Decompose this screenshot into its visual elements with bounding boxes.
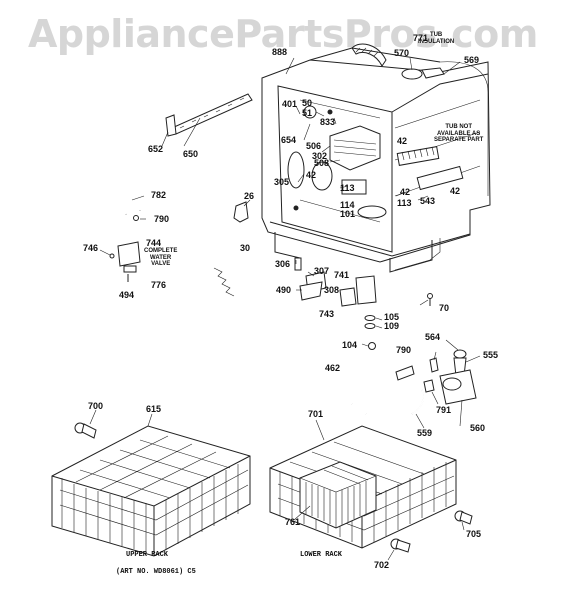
- part-label: 560: [470, 423, 486, 433]
- part-label: 30: [240, 243, 251, 253]
- lower-rack: [269, 425, 457, 549]
- part-label: 654: [281, 135, 297, 145]
- watermark: AppliancePartsPros.com: [28, 12, 538, 56]
- part-label: 569: [464, 55, 480, 65]
- part-label: 771: [413, 33, 429, 43]
- part-label: 570: [394, 48, 410, 58]
- part-label: 776: [151, 280, 167, 290]
- part-label: 114: [340, 200, 355, 210]
- part-label: 462: [325, 363, 341, 373]
- part-label: 761: [285, 517, 301, 527]
- rack-wheels: [390, 510, 473, 553]
- part-label: 113: [397, 198, 412, 208]
- part-label: 700: [88, 401, 104, 411]
- note-tub-not-available: TUB NOT AVAILABLE AS SEPARATE PART: [434, 124, 484, 143]
- spring-30: [213, 267, 235, 297]
- part-label: 701: [308, 409, 324, 419]
- part-label: 652: [148, 144, 164, 154]
- part-label: 401: [282, 99, 298, 109]
- caption-art-no: (ART NO. WD8061) C5: [116, 568, 196, 576]
- part-label: 790: [396, 345, 412, 355]
- part-label: 105: [384, 312, 400, 322]
- part-label: 559: [417, 428, 433, 438]
- caption-lower-rack: LOWER RACK: [300, 551, 343, 559]
- part-label: 506: [306, 141, 322, 151]
- part-label: 42: [400, 187, 411, 197]
- part-label: 42: [397, 136, 408, 146]
- part-label: 70: [439, 303, 450, 313]
- part-label: 790: [154, 214, 170, 224]
- leader-lines: [89, 57, 481, 561]
- part-label: 564: [425, 332, 441, 342]
- part-label: 743: [319, 309, 335, 319]
- part-label: 744: [146, 238, 162, 248]
- part-label: 555: [483, 350, 499, 360]
- part-label: 305: [274, 177, 290, 187]
- part-label: 109: [384, 321, 400, 331]
- part-label: 702: [374, 560, 390, 570]
- part-label: 50: [302, 98, 313, 108]
- part-label: 543: [420, 196, 436, 206]
- note-tub-insulation: TUB INSULATION: [418, 32, 455, 45]
- part-label: 782: [151, 190, 167, 200]
- part-label: 746: [83, 243, 99, 253]
- part-label: 113: [340, 183, 355, 193]
- part-label: 42: [306, 170, 317, 180]
- part-label: 888: [272, 47, 288, 57]
- upper-rack: [51, 422, 251, 557]
- pump-assembly: [349, 349, 477, 417]
- part-label: 615: [146, 404, 162, 414]
- part-label: 494: [119, 290, 135, 300]
- part-label: 705: [466, 529, 482, 539]
- part-label: 26: [244, 191, 255, 201]
- part-label: 508: [314, 158, 330, 168]
- tub: [261, 43, 491, 273]
- door-gasket: [165, 93, 253, 137]
- part-label: 302: [312, 151, 328, 161]
- part-label: 308: [324, 285, 340, 295]
- part-label: 101: [340, 209, 356, 219]
- water-valve: [109, 241, 141, 282]
- small-parts: [294, 257, 433, 350]
- caption-upper-rack: UPPER RACK: [126, 551, 169, 559]
- part-label: 306: [275, 259, 291, 269]
- clip-26: [233, 201, 249, 223]
- part-label: 791: [436, 405, 452, 415]
- part-label: 490: [276, 285, 292, 295]
- part-label: 650: [183, 149, 199, 159]
- part-label: 741: [334, 270, 350, 280]
- part-label: 51: [302, 108, 313, 118]
- part-label: 833: [320, 117, 336, 127]
- part-label: 307: [314, 266, 330, 276]
- note-complete-water-valve: COMPLETE WATER VALVE: [144, 248, 178, 267]
- part-label: 42: [450, 186, 461, 196]
- part-label: 104: [342, 340, 358, 350]
